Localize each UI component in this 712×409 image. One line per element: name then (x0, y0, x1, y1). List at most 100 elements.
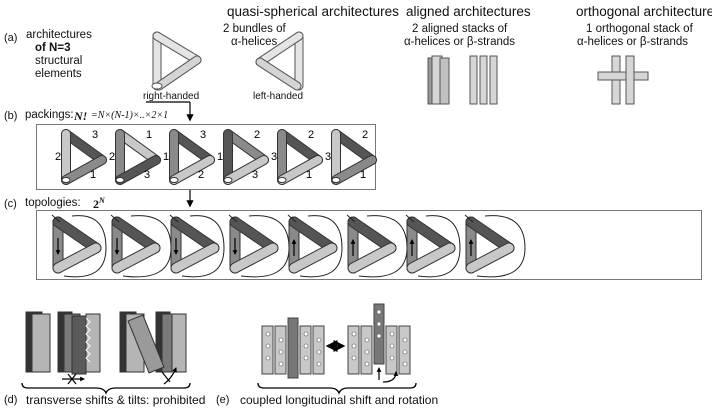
topology-2-rod-c (111, 242, 161, 274)
label-b: (b) (4, 110, 18, 122)
label-c: (c) (4, 198, 17, 210)
packing-4-rod-c (223, 155, 269, 185)
packing-2-rod-c (115, 155, 161, 185)
topology-1 (51, 214, 107, 278)
topologies-group (51, 214, 526, 278)
label-d: (d) (4, 394, 18, 406)
packing-1-num-top: 3 (92, 129, 98, 141)
packing-4-end (223, 177, 233, 183)
topology-8-rod-b (465, 216, 515, 254)
topology-2-rod-b (111, 216, 161, 254)
topology-3 (169, 214, 225, 278)
right-handed-bundle (151, 31, 202, 91)
topology-3-tail (169, 214, 179, 223)
left-handed-bundle (255, 31, 304, 91)
row-c-formula-sup: N (99, 196, 105, 205)
topology-5-rod-c (288, 242, 338, 274)
topology-7-loop (417, 215, 461, 278)
packing-6-num-left: 3 (325, 151, 331, 163)
aligned-stacks (427, 55, 498, 105)
row-e-arrows (325, 340, 399, 383)
topology-7 (405, 214, 461, 278)
row-a-desc-2: of N=3 (35, 42, 71, 54)
transverse-shift-panels (25, 311, 187, 375)
packing-1: 3 2 1 (55, 129, 107, 185)
topology-3-loop (181, 215, 225, 278)
orth-desc-2: α-helices or β-strands (577, 36, 689, 48)
topology-8 (464, 214, 526, 278)
coupled-shift-dots (265, 309, 408, 367)
row-e-brace (257, 382, 417, 395)
header-orthogonal: orthogonal architecture (576, 4, 712, 19)
packing-5-end (277, 177, 287, 183)
packing-6-num-bottom: 1 (360, 169, 366, 181)
packing-5-num-left: 3 (271, 151, 277, 163)
packing-5: 231 (271, 129, 323, 185)
topology-4-tail (228, 214, 238, 223)
topology-6-tail (346, 214, 356, 223)
row-c-formula-base: 2 (93, 197, 99, 211)
packing-5-rod-a (277, 129, 323, 165)
packing-4: 213 (217, 129, 269, 185)
packing-4-num-top: 2 (254, 129, 260, 141)
topology-6-rod-b (347, 216, 397, 254)
aligned-desc-2: α-helices or β-strands (404, 36, 516, 48)
topology-5-tail (287, 214, 297, 223)
topology-4 (228, 214, 290, 278)
packing-2-num-top: 1 (146, 129, 152, 141)
orth-desc-1: 1 orthogonal stack of (586, 23, 693, 35)
right-handed-label: right-handed (143, 91, 200, 102)
topology-8-rod-c (465, 242, 515, 274)
topology-6 (346, 214, 408, 278)
packing-6-end (331, 177, 341, 183)
row-b-title: packings: (25, 109, 74, 121)
packing-4-num-bottom: 3 (252, 169, 258, 181)
packing-5-num-bottom: 1 (306, 169, 312, 181)
topology-5-rod-b (288, 216, 338, 254)
packing-6: 2 3 1 (325, 129, 377, 185)
topology-1-loop (63, 215, 107, 278)
packing-3-rod-c (169, 155, 215, 185)
quasi-desc-2: α-helices (231, 36, 278, 48)
packing-1-num-bottom: 1 (90, 169, 96, 181)
row-e-caption: coupled longitudinal shift and rotation (240, 393, 439, 407)
topology-7-rod-c (406, 242, 456, 274)
row-d-brace (21, 382, 191, 395)
packing-1-num-left: 2 (55, 151, 61, 163)
row-c-title: topologies: (25, 197, 81, 209)
label-e: (e) (216, 394, 230, 406)
packing-3-num-left: 1 (163, 151, 169, 163)
topology-8-tail (464, 214, 474, 223)
topology-5 (287, 214, 343, 278)
topology-4-rod-b (229, 216, 279, 254)
topologies-box (36, 210, 702, 280)
packing-3: 3 1 2 (163, 129, 215, 185)
packing-6-rod-a (331, 129, 377, 165)
topology-3-rod-c (170, 242, 220, 274)
label-a: (a) (4, 32, 18, 44)
topology-7-tail (405, 214, 415, 223)
row-b-formula-bold: N! (74, 109, 88, 123)
header-aligned: aligned architectures (406, 4, 531, 19)
packing-2-num-bottom: 3 (144, 169, 150, 181)
packing-6-num-top: 2 (362, 129, 368, 141)
topology-2 (110, 214, 172, 278)
packing-2-num-left: 2 (109, 151, 115, 163)
topology-1-rod-b (52, 216, 102, 254)
row-a-desc-3: structural (35, 55, 83, 67)
packing-1-rod-a (61, 129, 107, 165)
topology-4-rod-c (229, 242, 279, 274)
topology-1-rod-c (52, 242, 102, 274)
flow-arrows (146, 101, 194, 208)
topology-8-loop (476, 215, 526, 278)
packing-6-rod-c (331, 155, 377, 185)
row-d-arrows (62, 367, 177, 385)
packing-3-num-top: 3 (200, 129, 206, 141)
topology-7-rod-b (406, 216, 456, 254)
packing-2: 1 2 3 (109, 129, 161, 185)
header-quasi-spherical: quasi-spherical architectures (227, 4, 399, 19)
packing-2-end (115, 177, 125, 183)
packing-3-num-bottom: 2 (198, 169, 204, 181)
